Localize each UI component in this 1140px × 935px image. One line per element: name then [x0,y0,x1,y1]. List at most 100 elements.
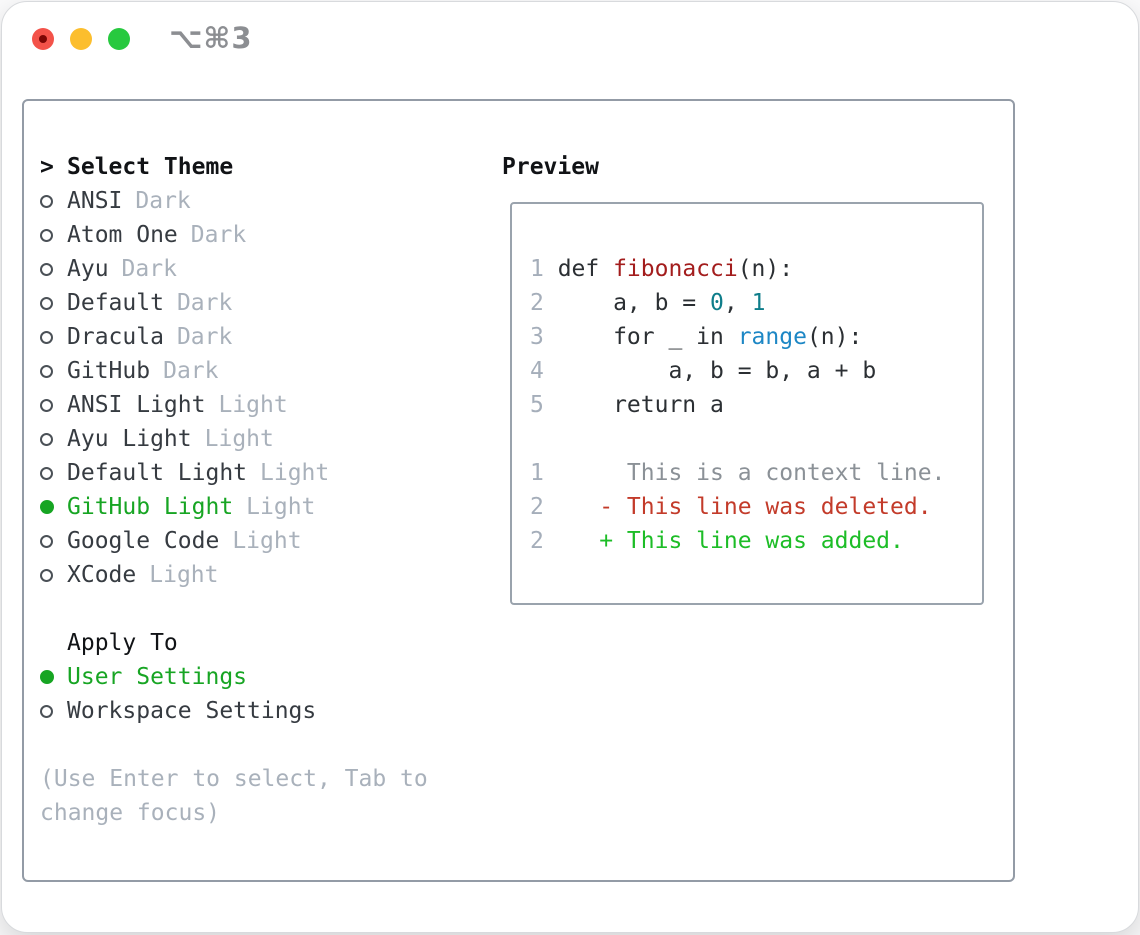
radio-icon [40,432,53,446]
function-name-token: fibonacci [613,256,738,282]
radio-icon [40,228,53,242]
cursor-marker-icon: > [40,154,54,180]
code-token: , [723,290,752,316]
line-number: 3 [530,324,544,350]
radio-icon [40,364,53,378]
theme-name: Google Code [67,528,220,554]
line-number: 1 [530,256,544,282]
apply-to-title-row: Apply To [40,626,428,660]
theme-name: Default Light [67,460,248,486]
theme-name: Ayu [67,256,109,282]
titlebar: ⌥⌘3 [2,2,1138,99]
traffic-lights [32,28,130,50]
theme-option-ayu-dark[interactable]: Ayu Dark [40,252,428,286]
line-number: 1 [530,460,544,486]
theme-variant: Light [246,494,316,520]
code-line: 2 a, b = 0, 1 [530,286,982,320]
theme-variant: Dark [176,324,233,350]
code-line: 1 def fibonacci(n): [530,252,982,286]
theme-name: GitHub [67,358,151,384]
code-line: 4 a, b = b, a + b [530,354,982,388]
theme-option-xcode[interactable]: XCode Light [40,558,428,592]
theme-name: ANSI [67,188,123,214]
theme-name: XCode [67,562,137,588]
keyboard-hint-line: (Use Enter to select, Tab to [40,766,428,792]
theme-option-google-code[interactable]: Google Code Light [40,524,428,558]
code-token: (n): [737,256,794,282]
theme-name: Atom One [67,222,178,248]
keyboard-hint-line: change focus) [40,800,221,826]
theme-variant: Dark [176,290,233,316]
radio-icon [40,704,53,718]
theme-option-dracula-dark[interactable]: Dracula Dark [40,320,428,354]
diff-added-text: + This line was added. [557,528,904,554]
theme-option-github-light[interactable]: GitHub Light Light [40,490,428,524]
minimize-button[interactable] [70,28,92,50]
theme-name: Ayu Light [67,426,192,452]
theme-variant: Light [204,426,274,452]
apply-option-user-settings[interactable]: User Settings [40,660,428,694]
theme-variant: Dark [190,222,247,248]
theme-variant: Dark [135,188,191,214]
apply-option-workspace-settings[interactable]: Workspace Settings [40,694,428,728]
theme-picker-panel: > Select Theme ANSI Dark Atom One Dark A… [22,99,1015,882]
line-number: 2 [530,494,544,520]
selected-radio-icon [40,670,54,684]
code-token: return a [557,392,724,418]
zoom-button[interactable] [108,28,130,50]
radio-icon [40,534,53,548]
line-number: 4 [530,358,544,384]
radio-icon [40,568,53,582]
radio-icon [40,330,53,344]
theme-variant: Dark [121,256,177,282]
code-token: def [557,256,614,282]
window-shortcut-label: ⌥⌘3 [169,21,253,55]
theme-list-title-row: > Select Theme [40,150,428,184]
theme-variant: Dark [163,358,219,384]
radio-icon [40,262,53,276]
code-line: 5 return a [530,388,982,422]
theme-variant: Light [232,528,302,554]
diff-context-text: This is a context line. [557,460,946,486]
theme-option-github-dark[interactable]: GitHub Dark [40,354,428,388]
theme-name: Dracula [67,324,164,350]
preview-title: Preview [502,154,599,180]
cursor-marker-slot: > [40,150,67,184]
code-token: for _ in [557,324,738,350]
diff-added-line: 2 + This line was added. [530,524,982,558]
line-number: 5 [530,392,544,418]
theme-option-default-dark[interactable]: Default Dark [40,286,428,320]
apply-option-label: Workspace Settings [67,698,317,724]
theme-option-default-light[interactable]: Default Light Light [40,456,428,490]
number-literal-token: 1 [751,290,766,316]
radio-icon [40,398,53,412]
diff-deleted-text: - This line was deleted. [557,494,932,520]
radio-icon [40,194,53,208]
theme-name: Default [67,290,164,316]
theme-option-atom-one-dark[interactable]: Atom One Dark [40,218,428,252]
radio-icon [40,296,53,310]
builtin-token: range [737,324,807,350]
theme-option-ansi-light[interactable]: ANSI Light Light [40,388,428,422]
theme-name: GitHub Light [67,494,234,520]
theme-variant: Light [218,392,288,418]
section-gap [40,592,428,626]
theme-option-ayu-light[interactable]: Ayu Light Light [40,422,428,456]
close-button[interactable] [32,28,54,50]
theme-list: > Select Theme ANSI Dark Atom One Dark A… [40,150,428,830]
line-number: 2 [530,290,544,316]
preview-blank-line [530,422,982,456]
theme-variant: Light [260,460,330,486]
theme-option-ansi-dark[interactable]: ANSI Dark [40,184,428,218]
code-token: a, b = b, a + b [557,358,877,384]
selected-radio-icon [40,500,54,514]
apply-option-label: User Settings [67,664,248,690]
apply-to-title: Apply To [67,630,178,656]
radio-icon [40,466,53,480]
theme-name: ANSI Light [67,392,206,418]
line-number: 2 [530,528,544,554]
number-literal-token: 0 [710,290,724,316]
code-token: (n): [806,324,863,350]
